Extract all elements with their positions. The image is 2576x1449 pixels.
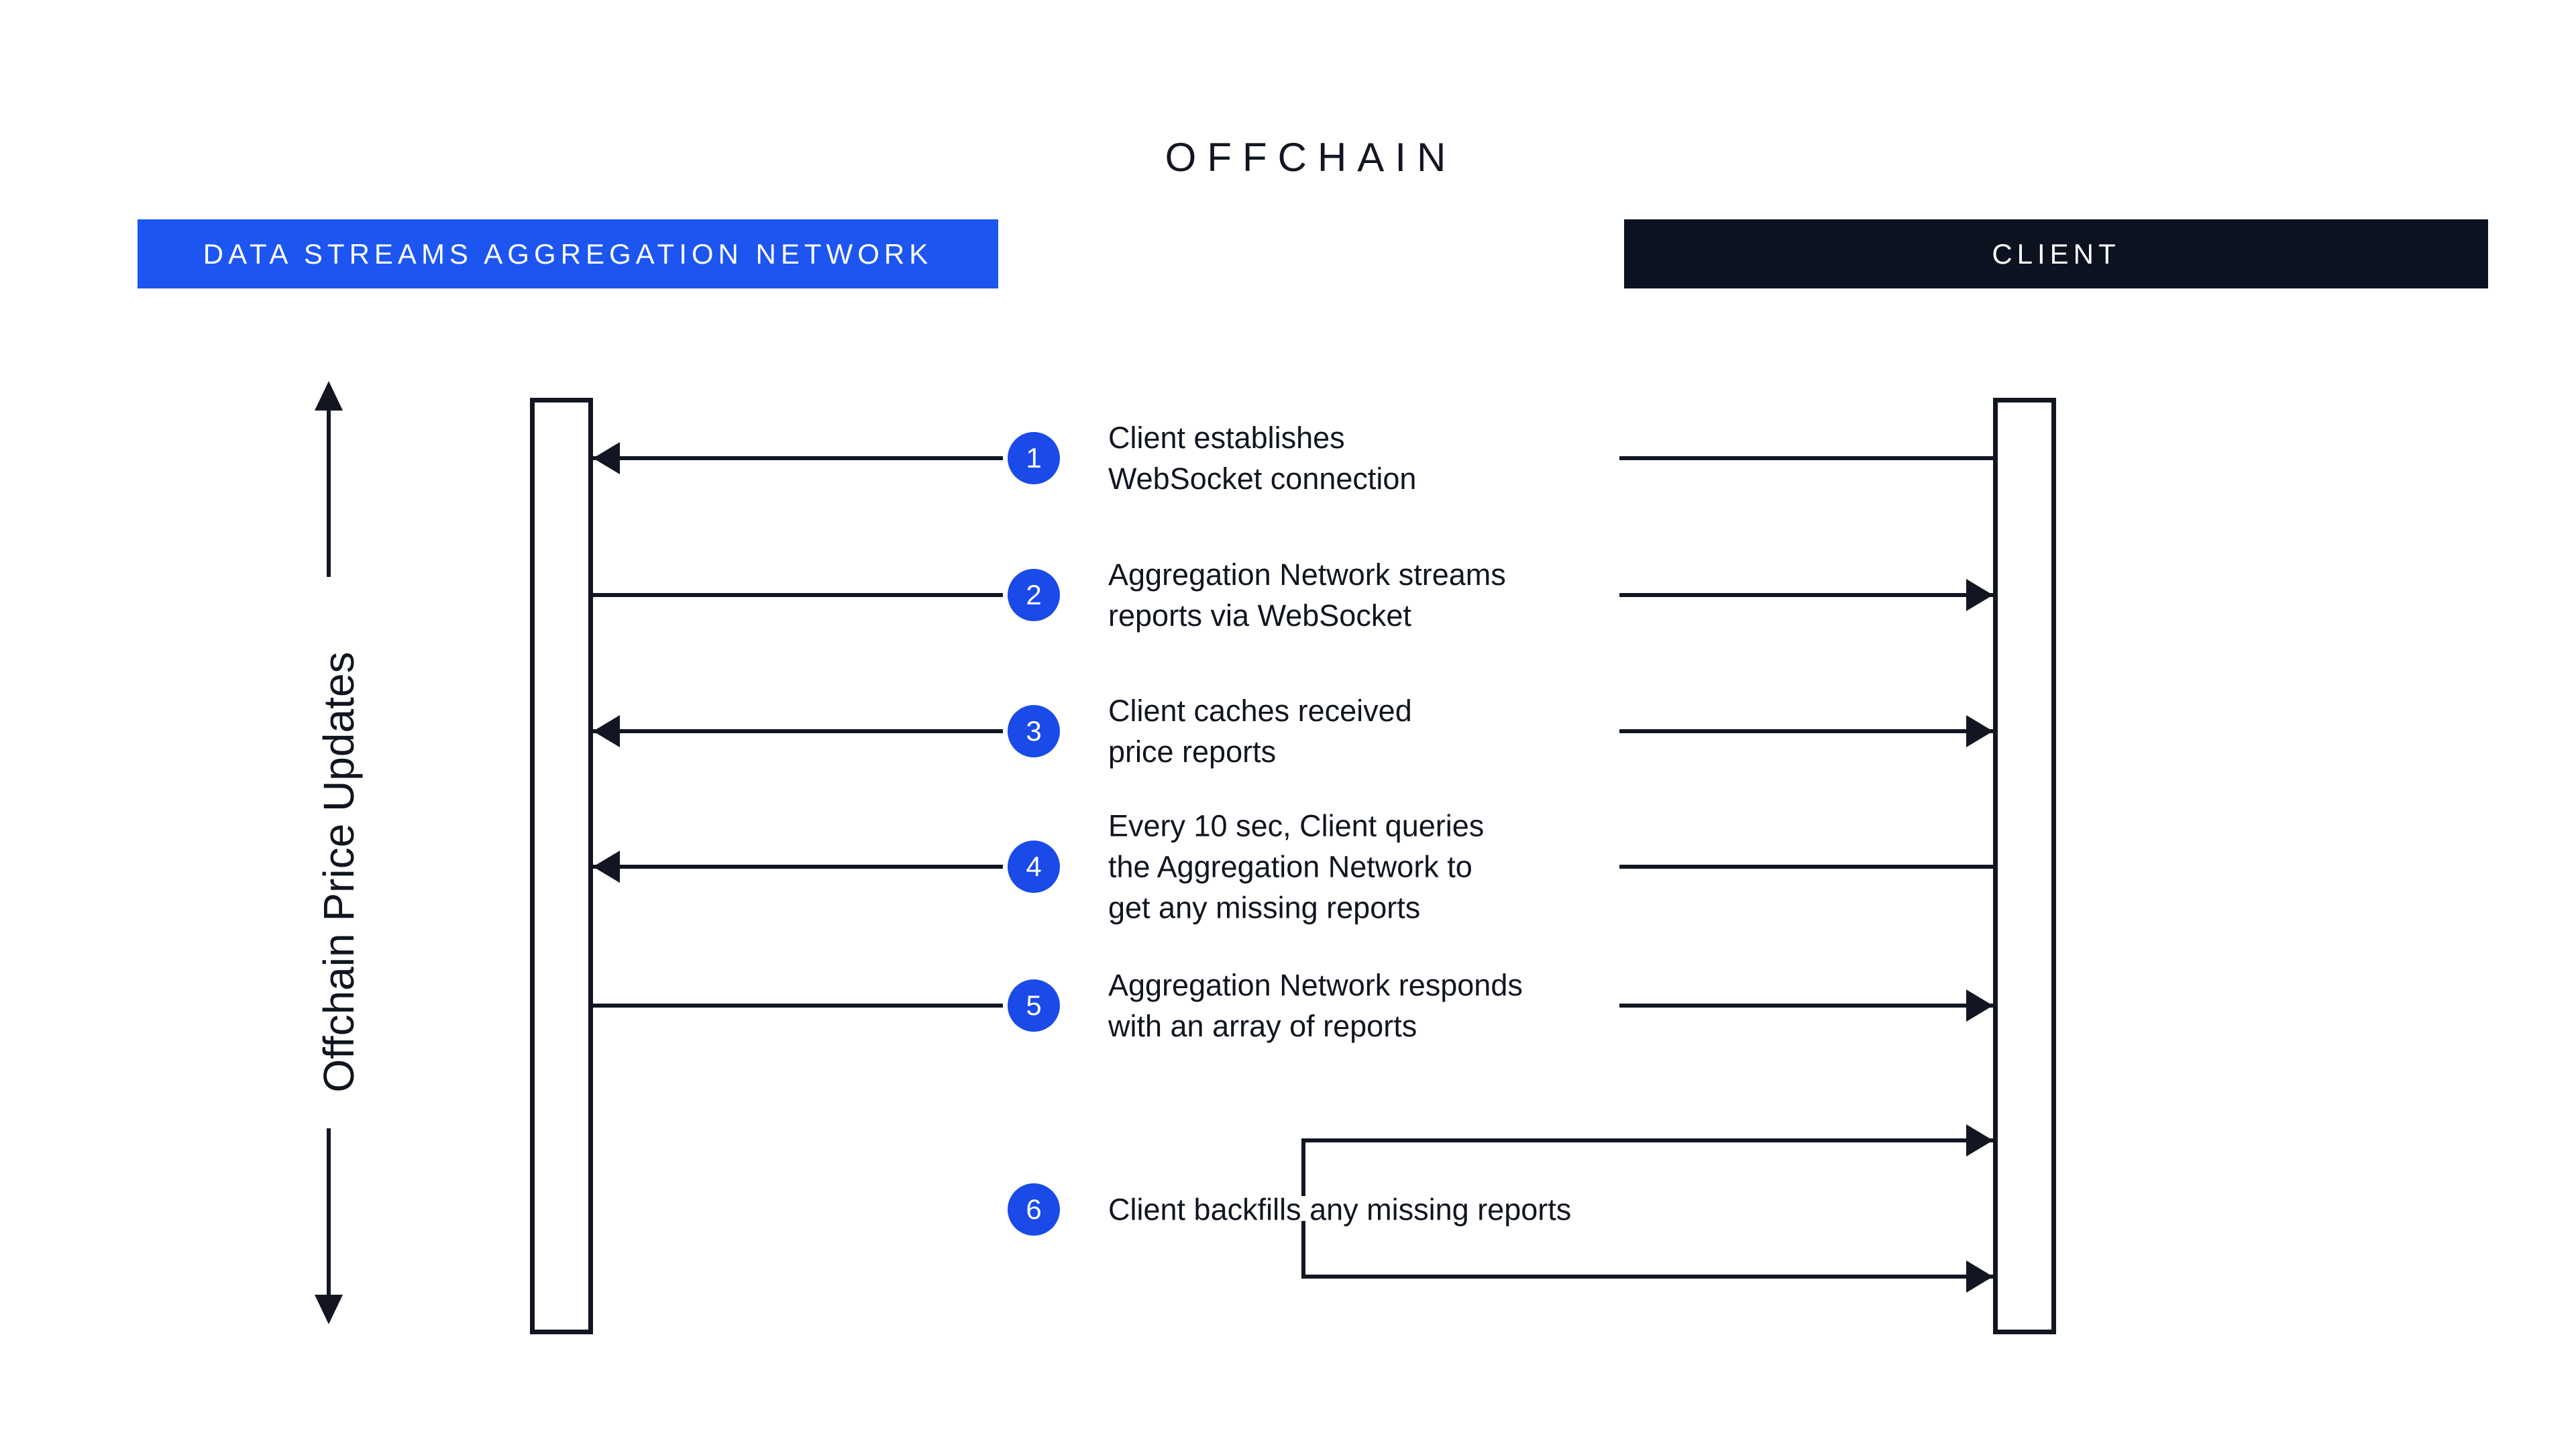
arrow-right-icon [1966,1124,1993,1157]
lifeline-client [1993,398,2056,1334]
arrow-left-icon [593,442,620,474]
message-line-left [593,456,1003,460]
message-line-right [1619,1004,1993,1008]
axis-up-arrow-shaft [327,405,331,577]
step-description: Aggregation Network responds with an arr… [1108,968,1523,1043]
message-line-left [593,729,1003,733]
step-description: Client caches received price reports [1108,694,1412,769]
step-description: Client establishes WebSocket connection [1108,421,1417,496]
arrow-right-icon [1966,579,1993,611]
self-loop-top-stub [1301,1138,1305,1196]
arrow-right-icon [1966,1260,1993,1293]
message-line-right [1619,593,1993,597]
step-number-badge: 3 [1008,705,1060,757]
self-loop-bottom-line [1301,1275,1993,1279]
step-number-badge: 2 [1008,569,1060,621]
step-number: 4 [1026,851,1042,882]
arrow-left-icon [593,715,620,747]
axis-label: Offchain Price Updates [315,651,363,1093]
step-description: Aggregation Network streams reports via … [1108,557,1506,633]
arrow-down-icon [315,1295,343,1324]
step-number: 5 [1026,989,1042,1021]
axis-down-arrow-shaft [327,1128,331,1300]
lifeline-aggregation-network [530,398,593,1334]
message-line-left [593,1004,1003,1008]
arrow-left-icon [593,851,620,883]
step-number-badge: 6 [1008,1183,1060,1236]
step-number: 3 [1026,715,1042,747]
step-number-badge: 4 [1008,841,1060,893]
message-line-left [593,593,1003,597]
participant-aggregation-network-header: DATA STREAMS AGGREGATION NETWORK [138,219,998,288]
step-number: 2 [1026,579,1042,610]
step-number: 1 [1026,442,1042,474]
self-loop-top-line [1301,1138,1993,1142]
message-line-right [1619,729,1993,733]
step-description: Every 10 sec, Client queries the Aggrega… [1108,808,1485,925]
arrow-right-icon [1966,715,1993,747]
step-number-badge: 1 [1008,432,1060,484]
step-number: 6 [1026,1193,1042,1225]
step-number-badge: 5 [1008,979,1060,1032]
message-line-left [593,865,1003,869]
participant-client-header: CLIENT [1624,219,2488,288]
diagram-title: OFFCHAIN [1165,135,1457,180]
message-line-right [1619,865,1993,869]
step-description: Client backfills any missing reports [1108,1192,1572,1227]
message-line-right [1619,456,1993,460]
arrow-right-icon [1966,989,1993,1022]
self-loop-bottom-stub [1301,1221,1305,1279]
